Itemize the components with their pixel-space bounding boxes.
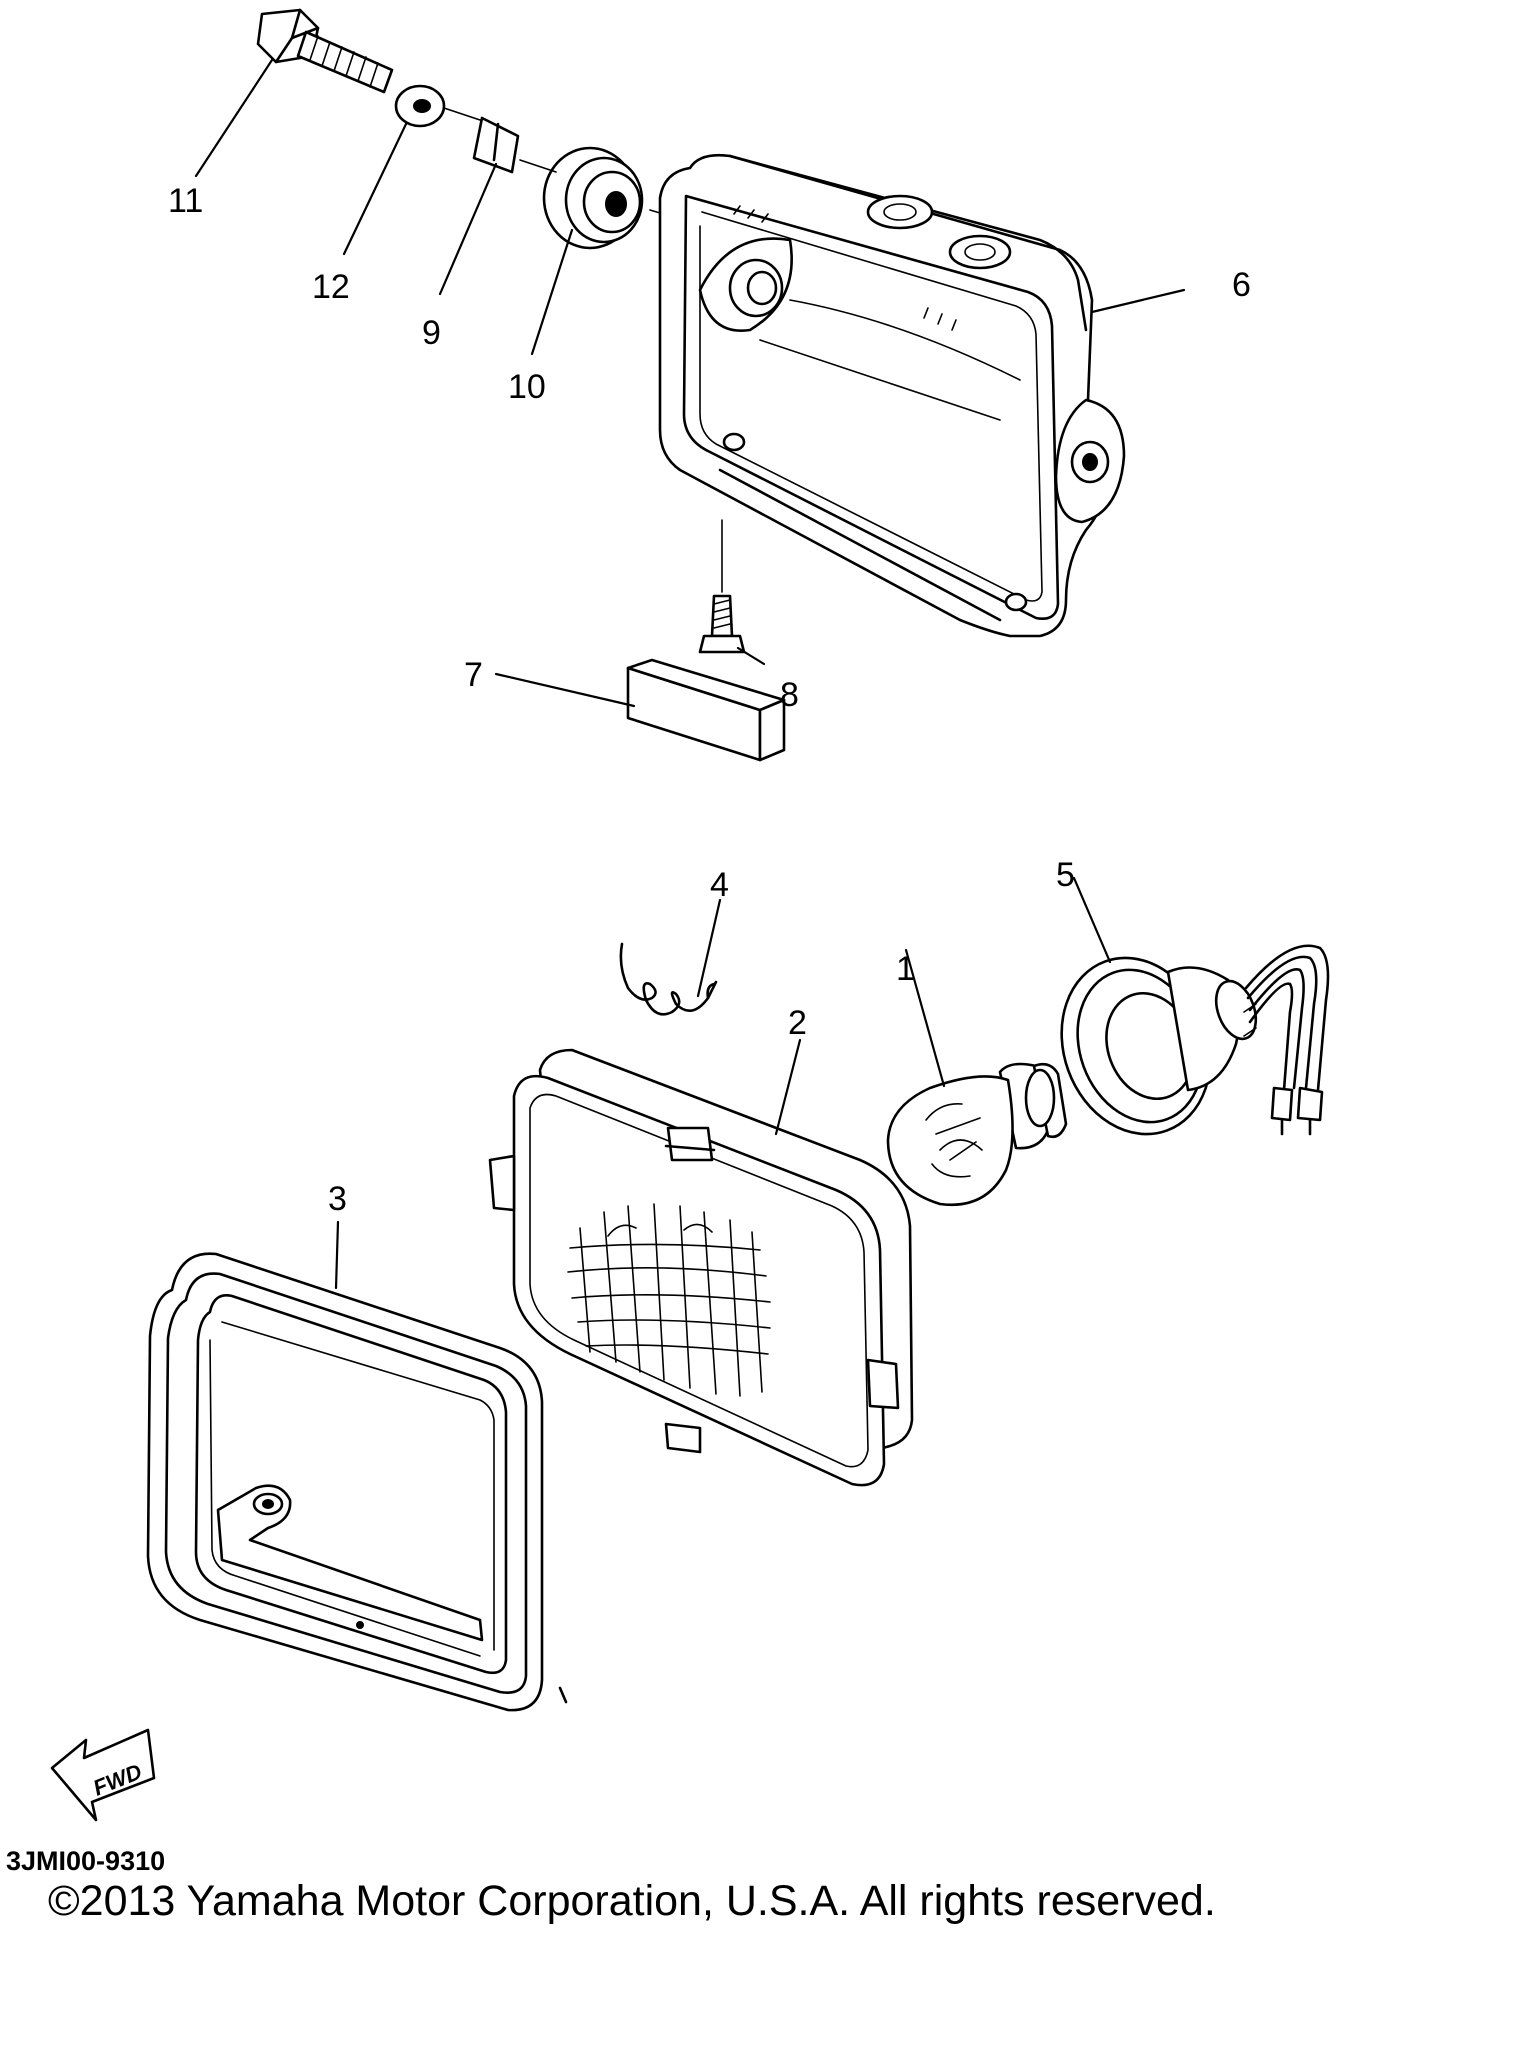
leader-9: [438, 162, 498, 296]
callout-7: 7: [464, 656, 483, 694]
callout-6: 6: [1232, 266, 1251, 304]
callout-10: 10: [508, 368, 546, 406]
part-1-bulb: [886, 1062, 1068, 1207]
leader-4: [696, 898, 722, 998]
part-12-washer: [394, 84, 446, 128]
callout-2: 2: [788, 1004, 807, 1042]
diagram-code: 3JMI00-9310: [6, 1846, 165, 1876]
part-10-grommet: [519, 146, 691, 250]
callout-11: 11: [168, 182, 203, 220]
part-5-socket: [1060, 944, 1330, 1136]
leader-5: [1072, 876, 1112, 964]
callout-1: 1: [896, 950, 915, 988]
leader-12: [342, 122, 408, 256]
leader-7: [494, 672, 636, 708]
leader-8: [736, 646, 766, 666]
part-3-rim: [146, 1252, 568, 1712]
callout-3: 3: [328, 1180, 347, 1218]
leader-6: [1090, 288, 1186, 314]
copyright-notice: ©2013 Yamaha Motor Corporation, U.S.A. A…: [48, 1877, 1216, 1925]
part-2-lens-unit: [488, 1048, 914, 1487]
leader-1: [904, 948, 946, 1088]
leader-3: [334, 1220, 340, 1290]
part-11-bolt: [256, 8, 394, 94]
part-7-foam-block: [626, 658, 786, 762]
callout-8: 8: [780, 676, 799, 714]
leader-10: [530, 228, 574, 356]
part-9-collar: [443, 107, 520, 174]
leader-11: [194, 58, 274, 178]
callout-4: 4: [710, 866, 729, 904]
fwd-arrow-icon: [50, 1728, 156, 1822]
part-8-screw: [698, 519, 746, 654]
part-4-spring-clip: [619, 942, 718, 1016]
leader-lines: [194, 58, 1186, 1290]
callout-12: 12: [312, 268, 350, 306]
callout-numbers: 11 12 9 10 6 7 8 4 5 1 2 3: [168, 182, 1251, 1218]
callout-9: 9: [422, 314, 441, 352]
fwd-arrow: FWD: [50, 1728, 156, 1822]
callout-5: 5: [1056, 856, 1075, 894]
leader-2: [774, 1038, 802, 1136]
part-6-housing: [658, 153, 1126, 638]
